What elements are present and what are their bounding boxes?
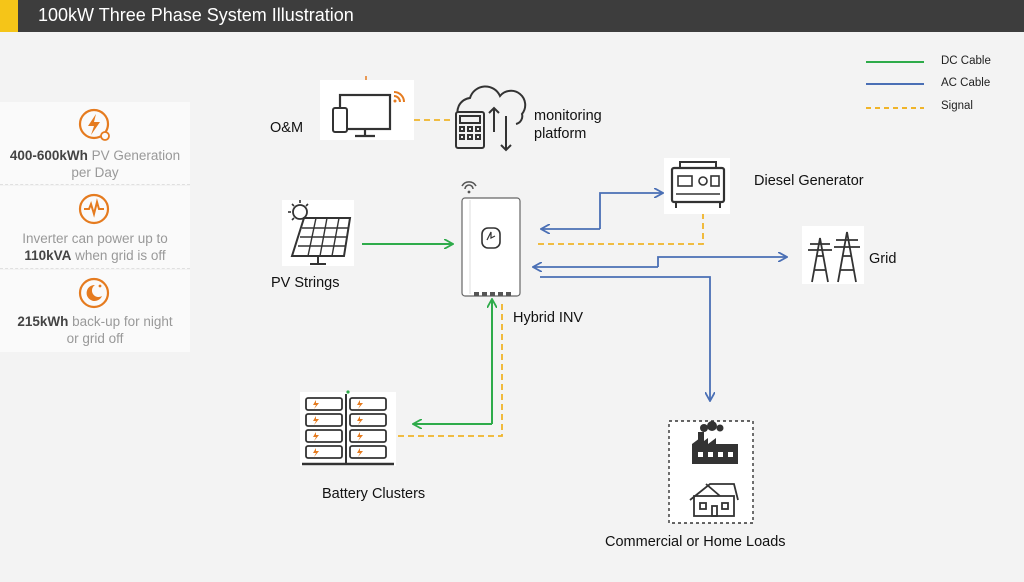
signal-inverter-diesel: [538, 214, 704, 245]
lightning-icon: [78, 108, 110, 141]
title-bar: 100kW Three Phase System Illustration: [0, 0, 1024, 32]
battery-cluster-icon: [300, 390, 396, 466]
ac-to-diesel: [599, 193, 662, 229]
highlights-sidebar: 400-600kWh PV Generation per Day Inverte…: [0, 102, 190, 354]
loads-icon: [668, 420, 754, 524]
ac-lines: [534, 193, 786, 400]
battery-label: Battery Clusters: [322, 486, 426, 502]
legend-dc-label: DC Cable: [941, 55, 991, 67]
legend-signal-label: Signal: [941, 100, 973, 112]
monitoring-cloud-icon: [455, 85, 527, 152]
highlight-text-generation: 400-600kWh PV Generation per Day: [9, 148, 181, 180]
moon-sun-icon: [78, 277, 110, 309]
highlight-text-inverter: Inverter can power up to 110kVA when gri…: [22, 231, 168, 263]
title-accent: [0, 0, 18, 32]
diesel-label: Diesel Generator: [754, 173, 864, 189]
hybrid-inverter-icon: [461, 181, 521, 297]
solar-panel-icon: [282, 200, 354, 266]
ac-to-grid: [657, 257, 786, 267]
page-title: 100kW Three Phase System Illustration: [38, 5, 354, 25]
legend: [866, 61, 924, 109]
om-devices-icon: [320, 76, 414, 140]
highlight-card-backup: 215kWh back-up for night or grid off: [0, 270, 190, 352]
ac-to-loads: [540, 276, 710, 400]
signal-lines: [394, 119, 704, 437]
pulse-wave-icon: [78, 193, 110, 225]
grid-pylon-icon: [802, 226, 864, 284]
highlight-card-inverter: Inverter can power up to 110kVA when gri…: [0, 186, 190, 269]
highlight-card-generation: 400-600kWh PV Generation per Day: [0, 102, 190, 185]
loads-label: Commercial or Home Loads: [605, 534, 786, 550]
grid-label: Grid: [869, 251, 897, 267]
pv-label: PV Strings: [271, 275, 340, 291]
signal-battery-inverter: [398, 300, 503, 437]
highlight-text-backup: 215kWh back-up for night or grid off: [17, 314, 173, 346]
diesel-generator-icon: [664, 158, 730, 214]
legend-ac-label: AC Cable: [941, 77, 991, 89]
dc-lines: [362, 244, 492, 424]
inverter-label: Hybrid INV: [513, 310, 584, 326]
om-label: O&M: [270, 120, 304, 136]
